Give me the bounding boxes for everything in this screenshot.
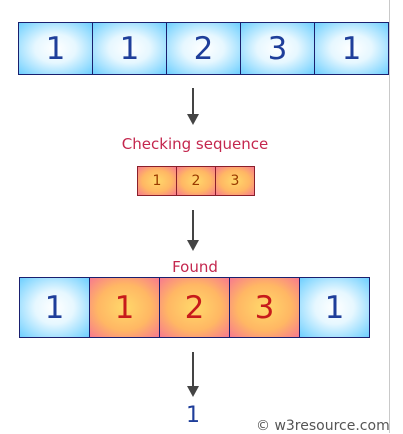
input-array-cell: 1 <box>18 22 93 75</box>
input-array-cell: 2 <box>166 22 241 75</box>
found-label: Found <box>172 258 218 276</box>
input-array-cell: 1 <box>92 22 167 75</box>
sequence-cell: 2 <box>176 166 216 196</box>
found-array: 1 1 2 3 1 <box>19 277 370 338</box>
found-array-cell: 1 <box>19 277 90 338</box>
checking-sequence-label: Checking sequence <box>121 135 269 153</box>
input-array-cell: 3 <box>240 22 315 75</box>
sequence-cell: 1 <box>137 166 177 196</box>
diagram-frame: 1 1 2 3 1 Checking sequence 1 2 3 Found … <box>18 0 390 434</box>
result-value: 1 <box>186 403 200 428</box>
down-arrow-icon <box>187 210 199 251</box>
watermark: © w3resource.com <box>256 418 390 434</box>
input-array-cell: 1 <box>314 22 389 75</box>
down-arrow-icon <box>187 352 199 397</box>
found-array-cell-highlighted: 2 <box>159 277 230 338</box>
input-array: 1 1 2 3 1 <box>18 22 389 75</box>
found-array-cell: 1 <box>299 277 370 338</box>
found-array-cell-highlighted: 3 <box>229 277 300 338</box>
found-array-cell-highlighted: 1 <box>89 277 160 338</box>
sequence-array: 1 2 3 <box>137 166 255 196</box>
sequence-cell: 3 <box>215 166 255 196</box>
down-arrow-icon <box>187 88 199 125</box>
